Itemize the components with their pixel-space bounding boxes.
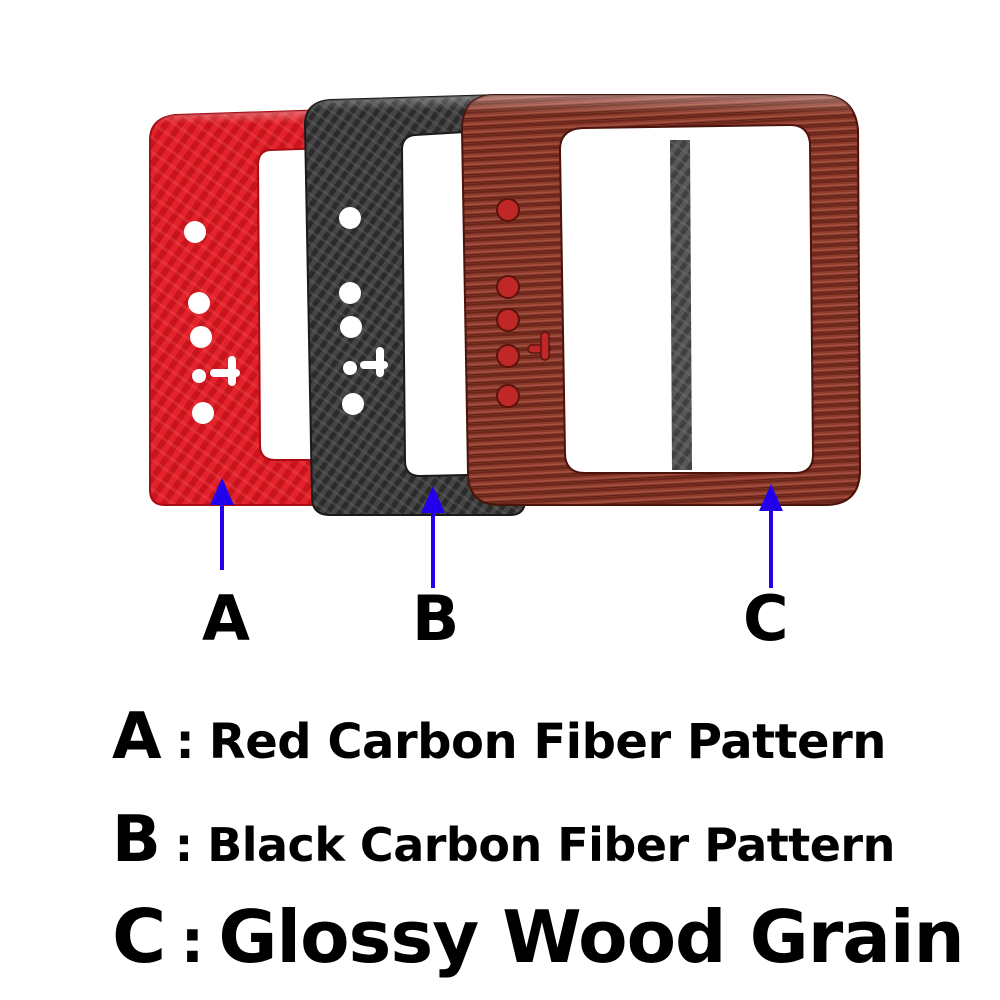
legend-description: Black Carbon Fiber Pattern xyxy=(207,818,895,872)
frame-c-shift-holes xyxy=(496,198,551,408)
legend-row-a: A:Red Carbon Fiber Pattern xyxy=(112,705,886,769)
frame-b-shift-holes xyxy=(339,207,388,415)
legend-separator: : xyxy=(180,907,205,977)
legend-separator: : xyxy=(175,714,195,770)
arrow-a xyxy=(210,478,234,570)
legend-key: C xyxy=(112,894,167,980)
frame-a-red-carbon xyxy=(149,108,362,506)
legend-key: B xyxy=(112,803,161,877)
legend-description: Red Carbon Fiber Pattern xyxy=(208,714,887,770)
label-a: A xyxy=(202,582,250,655)
arrow-b xyxy=(421,486,445,588)
arrow-c xyxy=(759,484,783,588)
frame-c-wood-grain xyxy=(460,94,862,506)
frame-a-shift-holes xyxy=(184,221,240,424)
legend-key: A xyxy=(112,700,162,774)
legend-row-b: B:Black Carbon Fiber Pattern xyxy=(112,808,895,872)
legend-separator: : xyxy=(174,818,194,872)
legend-description: Glossy Wood Grain xyxy=(218,895,964,979)
legend-row-c: C:Glossy Wood Grain xyxy=(112,894,965,980)
label-b: B xyxy=(412,582,460,655)
label-c: C xyxy=(743,582,789,655)
